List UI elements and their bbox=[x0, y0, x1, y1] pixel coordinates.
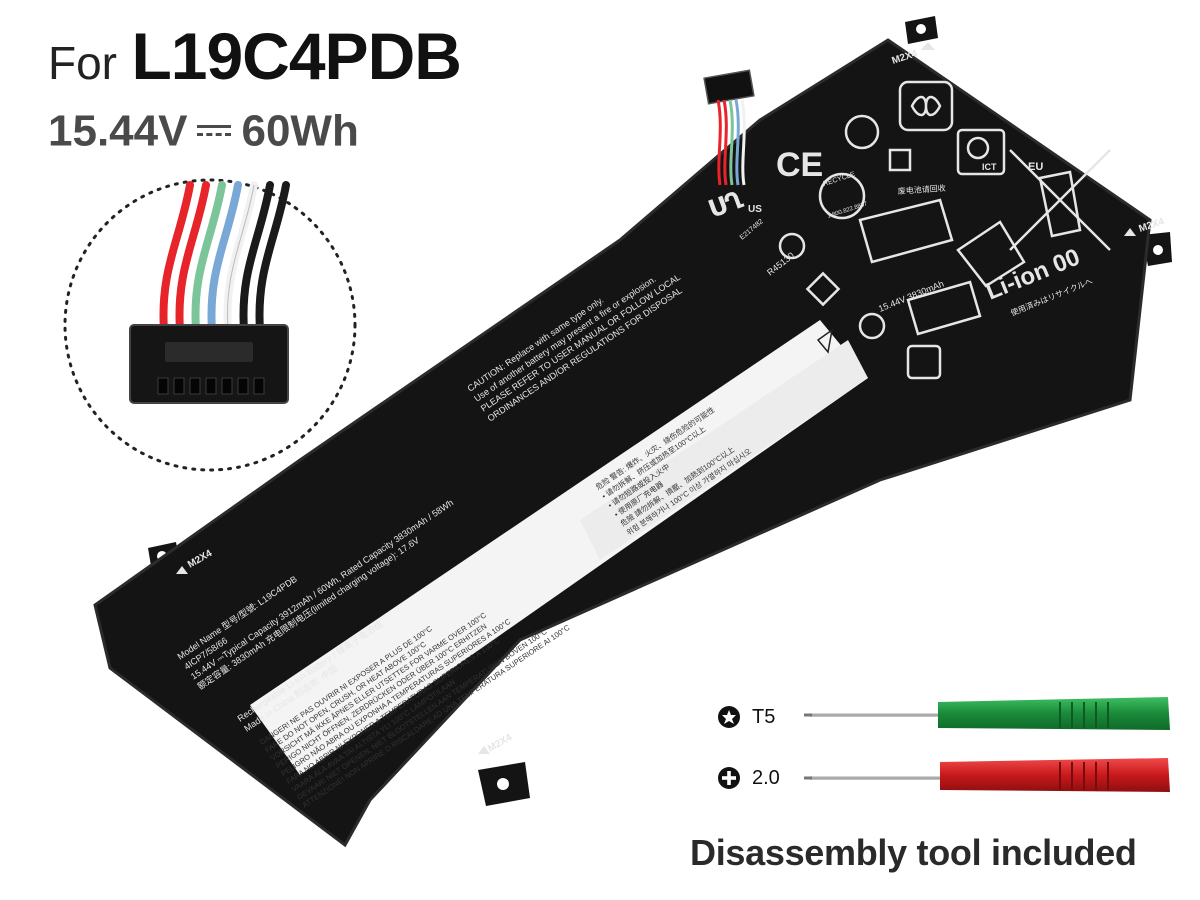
torx-grip-ridges bbox=[1059, 702, 1109, 728]
torx-shaft bbox=[810, 713, 940, 717]
connector-pin bbox=[221, 377, 233, 395]
connector-pin bbox=[189, 377, 201, 395]
cn-recycle-icon bbox=[888, 148, 912, 172]
arrow-down-icon bbox=[478, 746, 490, 754]
wire bbox=[728, 99, 734, 186]
warning-triangle-icon bbox=[816, 328, 834, 354]
asian-warning-panel bbox=[580, 340, 868, 560]
connector-plug bbox=[703, 69, 755, 105]
kc-mark-icon bbox=[906, 344, 942, 380]
caption-text: Disassembly tool included bbox=[690, 832, 1137, 873]
zoom-wires bbox=[159, 181, 290, 334]
mounting-hole-icon bbox=[916, 24, 926, 34]
phillips-grip-ridges bbox=[1059, 762, 1109, 790]
weee-bin-icon bbox=[1038, 170, 1082, 238]
wire bbox=[734, 99, 740, 186]
screw-mark: M2X4 bbox=[486, 732, 515, 755]
ict-box bbox=[956, 128, 1006, 176]
arrow-down-icon bbox=[1124, 228, 1136, 236]
mounting-hole-icon bbox=[497, 778, 509, 790]
blank-box bbox=[858, 198, 954, 264]
screw-arrow-icons bbox=[176, 42, 1136, 754]
title-prefix: For bbox=[48, 37, 117, 89]
dc-symbol-icon bbox=[197, 122, 232, 140]
phillips-shaft bbox=[810, 776, 942, 780]
model-number: L19C4PDB bbox=[131, 19, 461, 93]
zoom-wire bbox=[191, 181, 226, 334]
connector-pins bbox=[157, 377, 265, 395]
zoom-wire bbox=[175, 181, 210, 334]
ce-mark-icon: CE bbox=[776, 146, 823, 184]
voltage-value: 15.44V bbox=[48, 106, 188, 156]
capacity-value: 60Wh bbox=[241, 106, 359, 156]
gb-stamp-icon bbox=[778, 232, 806, 260]
zoom-wire-outline bbox=[226, 184, 255, 331]
torx-handle bbox=[938, 697, 1170, 730]
torx-icon bbox=[718, 706, 740, 728]
phillips-tip bbox=[804, 776, 812, 780]
pse-stamp-icon bbox=[858, 312, 886, 340]
phillips-size-label: 2.0 bbox=[752, 767, 780, 789]
ul-us-text: US bbox=[748, 204, 762, 215]
diamond-stamp-icon bbox=[805, 271, 841, 307]
arrow-up-icon bbox=[176, 566, 188, 574]
battery-edge bbox=[93, 38, 1152, 848]
battery-connector bbox=[703, 69, 755, 186]
eu-label: EU bbox=[1028, 161, 1043, 173]
connector-zoom bbox=[63, 178, 357, 472]
product-title: For L19C4PDB bbox=[48, 18, 462, 94]
mounting-hole-icon bbox=[1153, 245, 1163, 255]
connector-pin bbox=[157, 377, 169, 395]
wire bbox=[722, 99, 728, 186]
torx-size-label: T5 bbox=[752, 706, 776, 728]
mobius-box bbox=[898, 80, 954, 132]
wire bbox=[716, 99, 722, 186]
ict-logo-icon bbox=[966, 136, 990, 160]
ict-label: ICT bbox=[982, 162, 997, 172]
recycling-arrows-icon bbox=[956, 220, 1026, 288]
wire bbox=[740, 99, 746, 186]
cn-recycle-text: 废电池请回收 bbox=[897, 183, 946, 196]
mobius-loop-icon bbox=[910, 95, 942, 117]
phillips-icon bbox=[718, 767, 740, 789]
recycle-circle-icon bbox=[818, 172, 866, 220]
zoom-wire bbox=[159, 181, 194, 334]
connector-pin bbox=[237, 377, 249, 395]
connector-pin bbox=[253, 377, 265, 395]
zoom-wire bbox=[255, 181, 290, 334]
connector-pin bbox=[205, 377, 217, 395]
connector-latch bbox=[165, 342, 253, 362]
connector-pin bbox=[173, 377, 185, 395]
torx-tip bbox=[804, 713, 812, 717]
screwdriver-torx bbox=[804, 697, 1170, 730]
blank-box bbox=[906, 280, 982, 336]
screwdriver-phillips bbox=[804, 758, 1170, 792]
zoom-wire bbox=[239, 181, 274, 334]
zoom-wire bbox=[207, 181, 242, 334]
weee-cross-icon bbox=[1009, 149, 1111, 251]
phillips-handle bbox=[940, 758, 1170, 792]
recycle-5-icon bbox=[844, 114, 880, 150]
voltage-capacity-line: 15.44V 60Wh bbox=[48, 104, 359, 156]
arrow-up-icon bbox=[921, 42, 935, 50]
